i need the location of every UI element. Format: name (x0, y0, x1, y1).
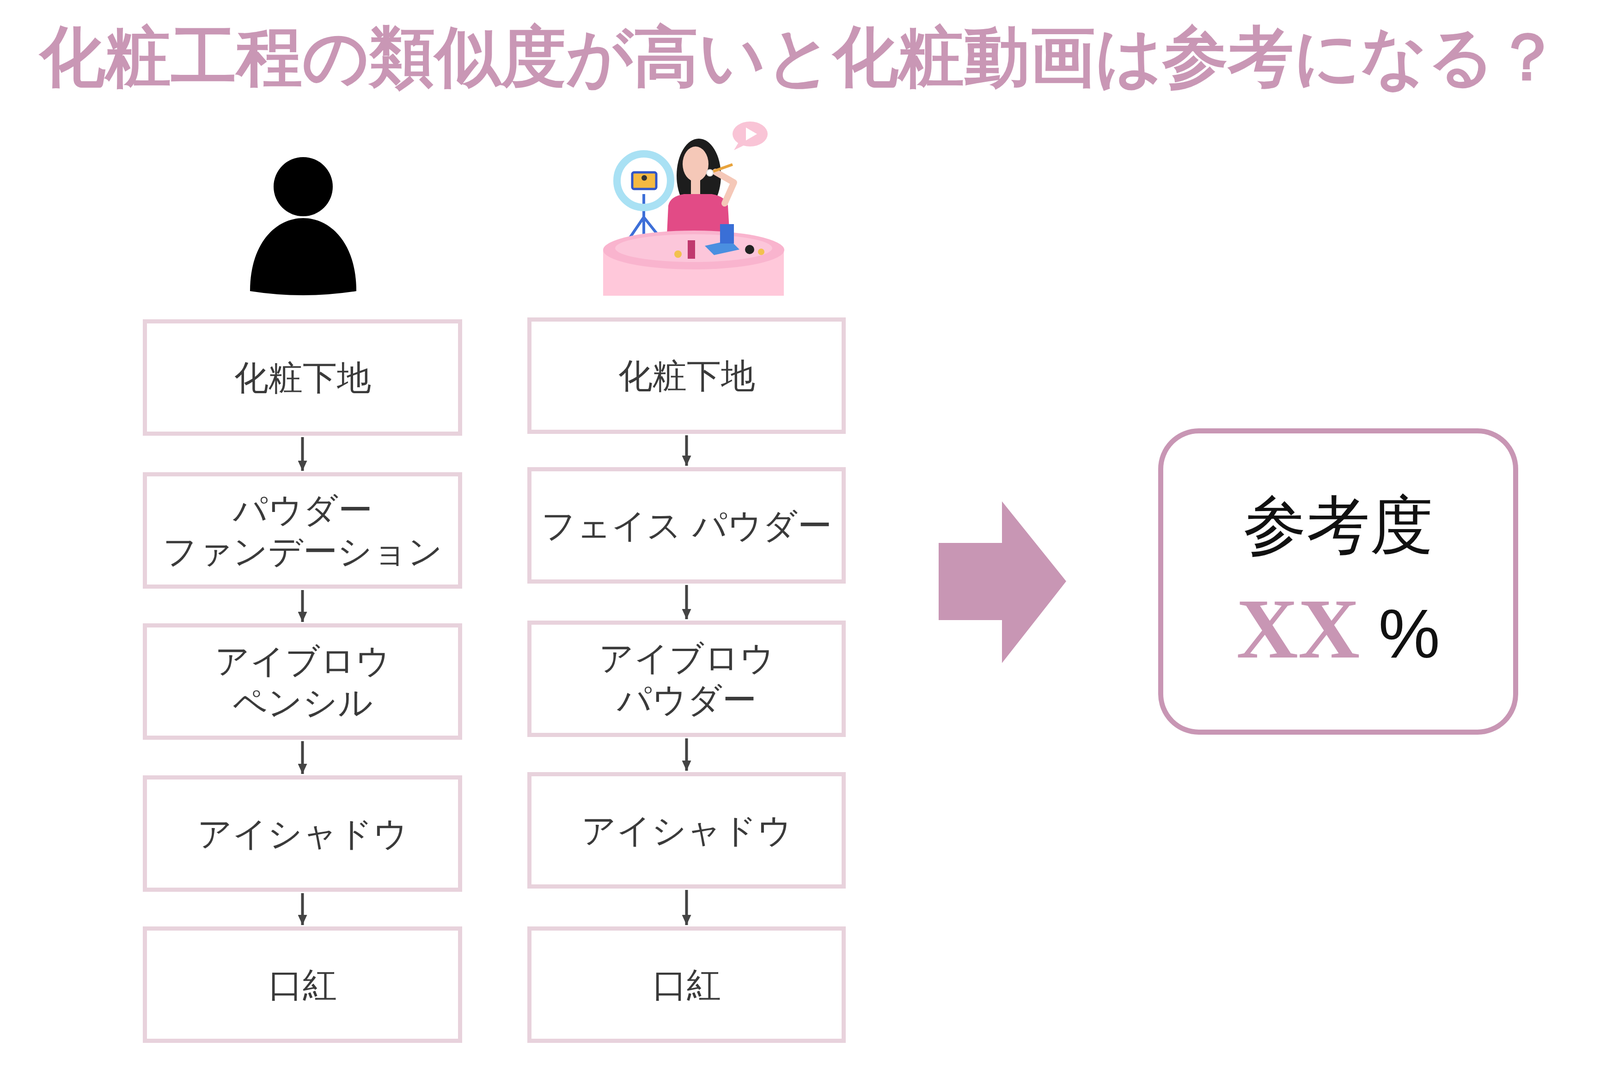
flow-arrow (685, 435, 689, 466)
flow-arrow (301, 893, 305, 926)
process-box: フェイス パウダー (527, 467, 846, 584)
play-symbol (745, 127, 758, 141)
brush (711, 164, 733, 172)
text-holder: フェイス パウダー (540, 504, 833, 547)
user-body (250, 218, 357, 296)
flow-arrow (685, 738, 689, 771)
text-holder: アイブロウ パウダー (540, 637, 833, 721)
step-label: 化粧下地 (156, 356, 449, 399)
text-holder: 化粧下地 (156, 356, 449, 399)
step-label: アイブロウ パウダー (540, 637, 833, 721)
text-holder: 口紅 (540, 964, 833, 1006)
neck (690, 177, 701, 197)
cosmetic (674, 250, 682, 258)
flow-arrow (301, 590, 305, 623)
process-box: アイシャドウ (142, 775, 463, 892)
step-label: アイシャドウ (156, 812, 449, 855)
step-label: パウダー ファンデーション (156, 488, 449, 573)
text-holder: 化粧下地 (540, 354, 833, 397)
step-label: 口紅 (156, 964, 449, 1006)
table-top (603, 230, 785, 270)
speech-bubble (732, 121, 768, 147)
result-value: XX (1236, 581, 1360, 677)
step-label: 化粧下地 (540, 354, 833, 397)
text-holder: パウダー ファンデーション (156, 488, 449, 573)
step-label: 口紅 (540, 964, 833, 1006)
text-holder: 口紅 (156, 964, 449, 1006)
process-box: アイブロウ パウダー (527, 620, 846, 738)
process-box: 化粧下地 (142, 319, 463, 436)
ring-light (616, 153, 671, 208)
flow-arrow (685, 585, 689, 620)
process-box: 口紅 (142, 926, 463, 1044)
arm (715, 171, 734, 204)
phone (632, 172, 657, 190)
step-label: アイシャドウ (540, 809, 833, 852)
process-box: アイブロウ ペンシル (142, 623, 463, 740)
face (682, 146, 709, 182)
video-creator-illustration (603, 121, 785, 296)
user-icon (250, 157, 357, 296)
big-arrow (938, 501, 1067, 664)
process-box: パウダー ファンデーション (142, 472, 463, 589)
step-label: フェイス パウダー (540, 504, 833, 547)
process-box: アイシャドウ (527, 772, 846, 889)
process-box: 化粧下地 (527, 317, 846, 434)
text-holder: 参考度 XX% (1177, 487, 1500, 677)
brush-tip (706, 169, 714, 177)
result-unit: % (1378, 595, 1440, 672)
text-holder: アイシャドウ (540, 809, 833, 852)
mirror (720, 224, 734, 244)
cosmetic (757, 248, 765, 256)
flow-arrow (301, 741, 305, 775)
process-box: 口紅 (527, 926, 846, 1044)
text-holder: アイブロウ ペンシル (156, 640, 449, 724)
user-head (273, 157, 333, 217)
cosmetic (745, 244, 755, 255)
phone-figure (641, 175, 648, 181)
flow-arrow (301, 437, 305, 471)
step-label: アイブロウ ペンシル (156, 640, 449, 724)
result-label: 参考度 (1177, 487, 1500, 564)
title-text: 化粧工程の類似度が高いと化粧動画は参考になる？ (0, 17, 1600, 97)
table-top-inner (615, 234, 773, 263)
bottle (687, 240, 696, 259)
text-holder: アイシャドウ (156, 812, 449, 855)
flow-arrow (685, 890, 689, 926)
result-box: 参考度 XX% (1158, 428, 1519, 735)
